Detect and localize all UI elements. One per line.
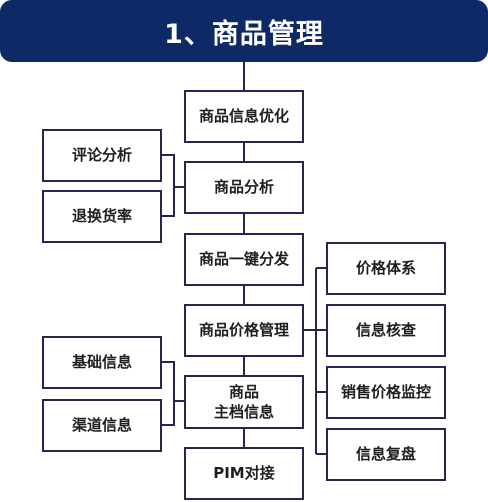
node-label: 基础信息 xyxy=(71,353,132,372)
node-review-analysis: 评论分析 xyxy=(42,129,162,182)
node-info-check: 信息核查 xyxy=(326,304,446,357)
node-product-one-click: 商品一键分发 xyxy=(184,233,304,286)
node-product-master-info: 商品 主档信息 xyxy=(184,375,304,429)
node-info-review: 信息复盘 xyxy=(326,428,446,481)
node-basic-info: 基础信息 xyxy=(42,336,162,389)
diagram-title: 1、商品管理 xyxy=(164,18,324,50)
connector-left-bracket-top xyxy=(162,154,175,217)
node-pim-connect: PIM对接 xyxy=(184,447,304,500)
node-label: 评论分析 xyxy=(71,146,132,165)
connector-left-bracket-bottom xyxy=(162,361,175,426)
node-return-exchange-rate: 退换货率 xyxy=(42,190,162,243)
node-label: 商品一键分发 xyxy=(198,250,289,269)
node-label: PIM对接 xyxy=(213,464,275,483)
node-label: 信息复盘 xyxy=(355,445,416,464)
diagram-header: 1、商品管理 xyxy=(0,0,488,62)
node-product-info-optimize: 商品信息优化 xyxy=(184,90,304,143)
node-sales-price-monitor: 销售价格监控 xyxy=(326,366,446,419)
node-label: 信息核查 xyxy=(355,321,416,340)
node-channel-info: 渠道信息 xyxy=(42,399,162,452)
node-product-analysis: 商品分析 xyxy=(184,161,304,214)
node-label: 销售价格监控 xyxy=(340,383,431,402)
node-label: 商品价格管理 xyxy=(198,321,289,340)
node-label: 价格体系 xyxy=(355,259,416,278)
node-label: 商品分析 xyxy=(213,178,274,197)
node-label: 退换货率 xyxy=(71,207,132,226)
node-label: 渠道信息 xyxy=(71,416,132,435)
node-label-line1: 商品 xyxy=(228,382,259,401)
node-label: 商品信息优化 xyxy=(198,107,289,126)
node-product-price-management: 商品价格管理 xyxy=(184,304,304,357)
node-price-system: 价格体系 xyxy=(326,242,446,295)
node-label-line2: 主档信息 xyxy=(213,403,274,421)
